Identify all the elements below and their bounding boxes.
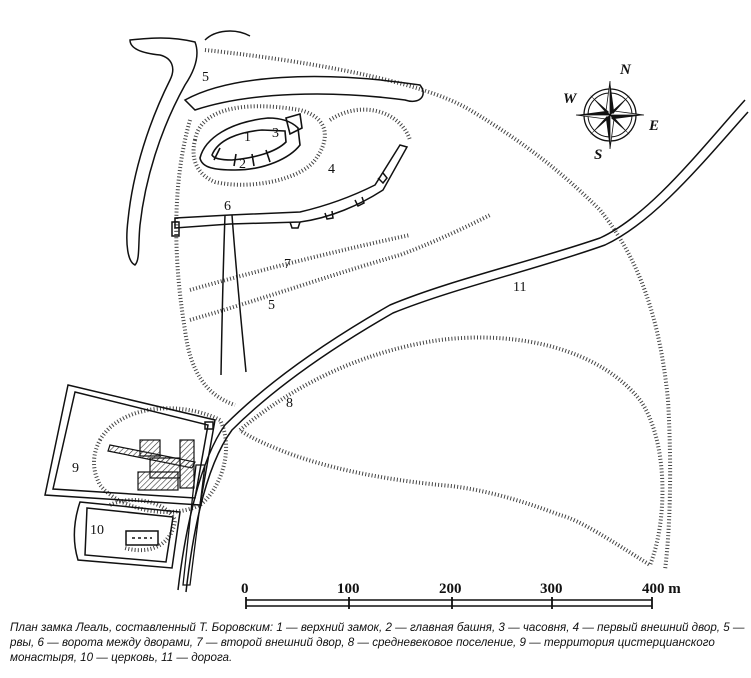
monastery-block <box>179 439 195 489</box>
wall-segment <box>265 149 271 163</box>
chapel-block <box>285 112 303 136</box>
church-enclosure <box>73 501 181 569</box>
monastery-wall-inner <box>52 391 209 499</box>
monastery-block <box>137 471 179 491</box>
monastery-slope <box>92 406 229 514</box>
label-road: 11 <box>513 280 526 295</box>
wall-tower <box>171 221 180 237</box>
monastery-tower <box>204 421 214 430</box>
moat-outline <box>126 37 198 266</box>
compass-east-label: E <box>648 118 659 134</box>
moat-inner-arc <box>183 75 424 111</box>
wall-segment <box>251 153 255 167</box>
figure-caption: План замка Леаль, составленный Т. Боровс… <box>10 621 745 664</box>
top-line <box>204 30 251 41</box>
label-gate: 6 <box>224 199 231 214</box>
gate-track-right <box>231 214 247 373</box>
monastery-block <box>139 439 161 457</box>
castle-plan: N S E W 5 1 2 3 4 6 7 5 8 11 9 10 0 100 … <box>44 30 749 609</box>
wall-tower <box>324 210 334 220</box>
wall-segment <box>233 153 237 167</box>
label-monastery: 9 <box>72 461 79 476</box>
settlement-hill-slope <box>238 335 665 568</box>
road-wall <box>182 464 206 586</box>
compass-rose <box>575 80 645 150</box>
label-moat-middle: 5 <box>268 298 275 313</box>
label-first-bailey: 4 <box>328 162 335 177</box>
scale-bar <box>245 597 653 609</box>
hill-slope-west <box>174 119 236 407</box>
upper-castle-slope <box>191 104 327 187</box>
road-line-lower <box>185 111 749 593</box>
scale-end-label: 400 m <box>642 581 681 597</box>
label-second-bailey: 7 <box>284 257 291 272</box>
label-settlement: 8 <box>286 396 293 411</box>
label-moat-north: 5 <box>202 70 209 85</box>
middle-ridge-slope <box>189 213 491 322</box>
church-enclosure-inner <box>84 507 174 563</box>
wall-tower <box>289 221 301 229</box>
church-building <box>125 530 159 546</box>
label-upper-castle: 1 <box>244 130 251 145</box>
upper-castle-inner <box>211 129 287 161</box>
scale-tick-300: 300 <box>540 581 563 597</box>
upper-castle-wall <box>199 117 301 171</box>
label-main-tower: 2 <box>239 157 246 172</box>
scale-tick-200: 200 <box>439 581 462 597</box>
wall-tower <box>354 196 365 208</box>
wall-tower <box>377 172 388 185</box>
compass-west-label: W <box>563 91 578 107</box>
compass-north-label: N <box>619 62 632 78</box>
compass-south-label: S <box>594 147 602 163</box>
scale-tick-100: 100 <box>337 581 360 597</box>
label-chapel: 3 <box>272 126 279 141</box>
first-bailey-wall <box>174 144 409 229</box>
inner-moat-slope <box>328 107 412 141</box>
wall-segment <box>213 147 221 161</box>
road-line-upper <box>177 99 746 591</box>
gate-track-left <box>220 214 226 376</box>
scale-tick-0: 0 <box>241 581 249 597</box>
label-church: 10 <box>90 523 104 538</box>
